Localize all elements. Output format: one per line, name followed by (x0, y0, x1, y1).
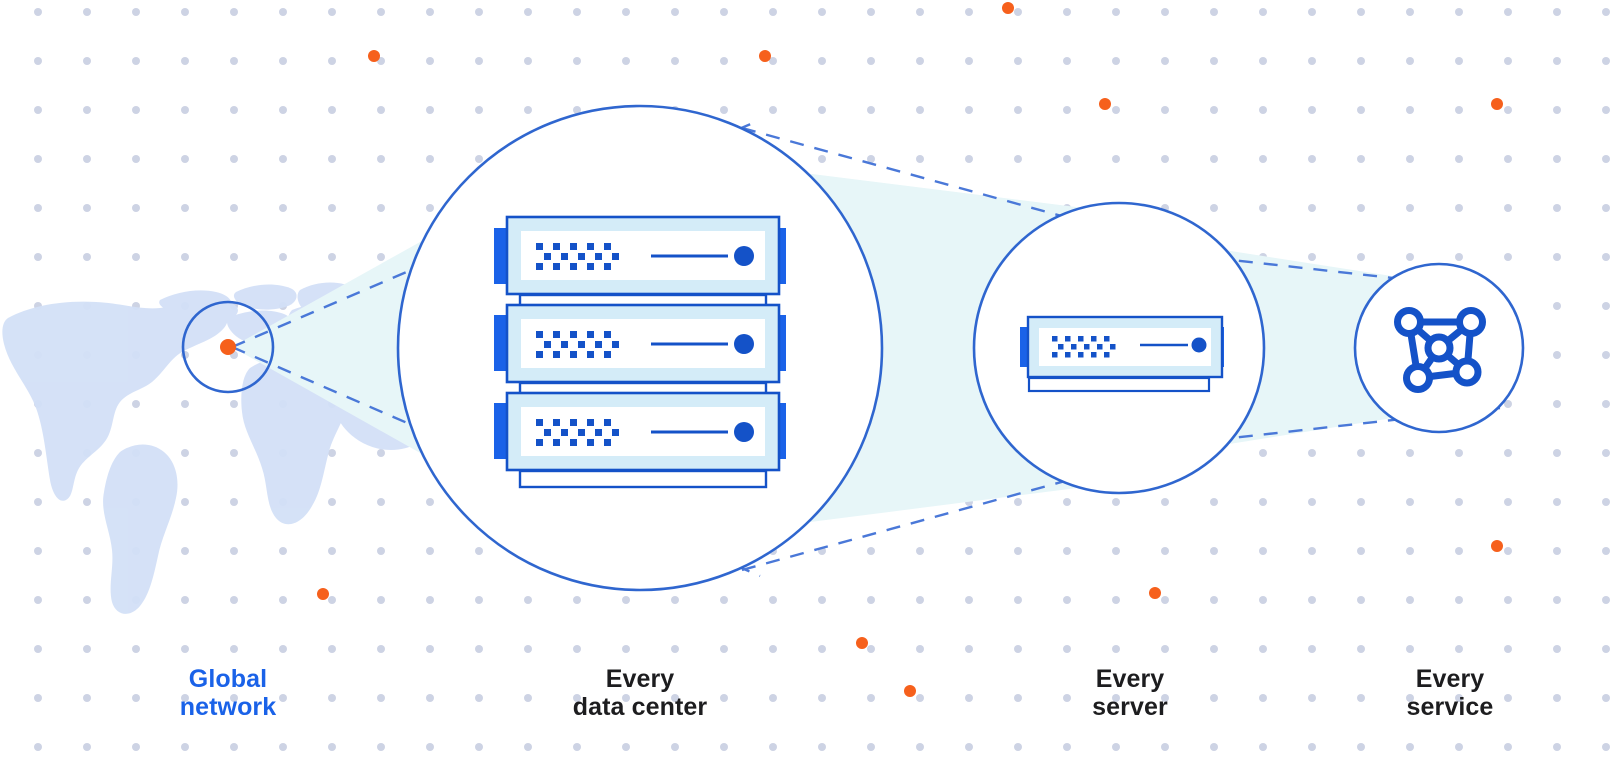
accent-orange-dots (317, 2, 1503, 697)
server-rack-icon (494, 215, 786, 489)
single-server-icon (1020, 315, 1224, 393)
stage-label-every-service: Every service (1406, 665, 1494, 721)
map-location-dot (220, 339, 236, 355)
stage-label-every-data-center: Every data center (572, 665, 708, 721)
map-location-circle (181, 300, 275, 394)
stage-label-every-server: Every server (1092, 665, 1168, 721)
network-nodes-icon (1394, 307, 1486, 393)
server-unit-2 (494, 303, 786, 384)
stage-label-global-network: Global network (179, 665, 277, 721)
server-unit-1 (494, 215, 786, 296)
server-unit-3 (494, 391, 786, 472)
